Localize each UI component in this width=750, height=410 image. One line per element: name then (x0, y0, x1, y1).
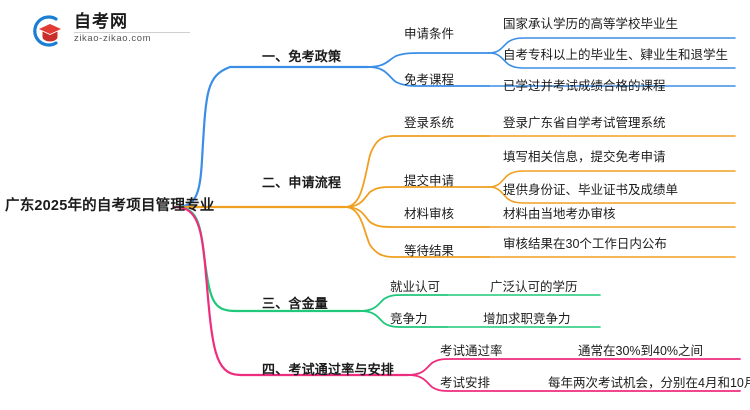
link-branch2-child1 (344, 135, 490, 208)
link-branch4-child2 (407, 374, 741, 392)
leaf-node[interactable]: 已学过并考试成绩合格的课程 (503, 79, 666, 93)
subnode-exempt-courses[interactable]: 免考课程 (404, 73, 455, 87)
logo-divider (74, 32, 190, 33)
leaf-node[interactable]: 填写相关信息，提交免考申请 (503, 150, 666, 164)
link-branch2-child4 (344, 206, 490, 258)
branch-node-2[interactable]: 二、申请流程 (262, 175, 342, 190)
leaf-node[interactable]: 每年两次考试机会，分别在4月和10月 (548, 376, 750, 390)
link-branch3-child1 (359, 294, 448, 312)
link-branch2-child2 (344, 186, 490, 208)
leaf-node[interactable]: 材料由当地考办审核 (503, 207, 616, 221)
subnode-login-system[interactable]: 登录系统 (404, 116, 455, 130)
link-child-submit-leaf2 (488, 186, 736, 204)
root-node[interactable]: 广东2025年的自考项目管理专业 (5, 198, 215, 214)
subnode-exam-schedule[interactable]: 考试安排 (440, 376, 491, 390)
link-child1-leaf1 (488, 37, 736, 54)
link-child1-leaf2 (488, 52, 736, 69)
link-branch1-child1 (367, 52, 490, 68)
subnode-employment-recognition[interactable]: 就业认可 (390, 280, 441, 294)
branch-node-4[interactable]: 四、考试通过率与安排 (262, 362, 395, 377)
link-root-branch4 (173, 205, 410, 377)
branch-node-3[interactable]: 三、含金量 (262, 296, 329, 311)
graduation-cap-icon (30, 14, 66, 48)
subnode-pass-rate[interactable]: 考试通过率 (440, 344, 503, 358)
leaf-node[interactable]: 自考专科以上的毕业生、肄业生和退学生 (503, 48, 729, 62)
link-branch2-child3 (344, 206, 490, 228)
link-branch4-child1 (407, 358, 741, 376)
subnode-wait-result[interactable]: 等待结果 (404, 244, 455, 258)
subnode-application-conditions[interactable]: 申请条件 (404, 27, 455, 41)
leaf-node[interactable]: 国家承认学历的高等学校毕业生 (503, 17, 679, 31)
leaf-node[interactable]: 登录广东省自学考试管理系统 (503, 116, 666, 130)
site-logo: 自考网 zikao-zikao.com (30, 12, 190, 52)
subnode-submit-application[interactable]: 提交申请 (404, 174, 455, 188)
logo-title: 自考网 (74, 12, 128, 31)
link-branch1-child2 (367, 66, 490, 87)
logo-domain: zikao-zikao.com (74, 33, 152, 44)
subnode-material-review[interactable]: 材料审核 (404, 207, 455, 221)
leaf-node[interactable]: 通常在30%到40%之间 (578, 344, 704, 358)
leaf-node[interactable]: 提供身份证、毕业证书及成绩单 (503, 183, 679, 197)
link-root-branch1 (173, 65, 370, 209)
link-child-submit-leaf1 (488, 170, 736, 188)
link-branch3-child2 (359, 310, 448, 328)
subnode-competitiveness[interactable]: 竞争力 (390, 312, 428, 326)
leaf-node[interactable]: 增加求职竞争力 (483, 312, 571, 326)
leaf-node[interactable]: 审核结果在30个工作日内公布 (503, 237, 667, 251)
branch-node-1[interactable]: 一、免考政策 (262, 49, 342, 64)
leaf-node[interactable]: 广泛认可的学历 (490, 280, 578, 294)
